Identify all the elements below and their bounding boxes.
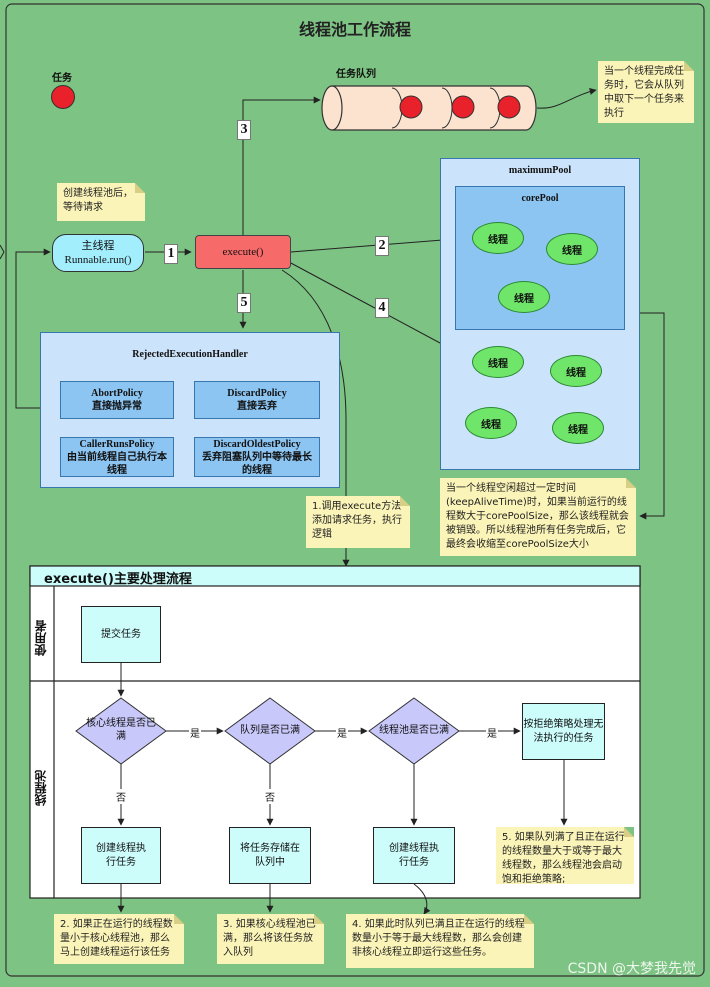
yes-label-2: 是 xyxy=(336,725,348,740)
note-execute: 1.调用execute方法添加请求任务，执行逻辑 xyxy=(306,496,410,548)
note-step-3: 3. 如果核心线程池已满，那么将该任务放入队列 xyxy=(217,914,324,964)
execute-box: execute() xyxy=(195,235,291,269)
create-extra-thread-box: 创建线程执行任务 xyxy=(373,827,455,884)
decision-core-text: 核心线程是否已满 xyxy=(86,718,156,742)
yes-label-3: 是 xyxy=(486,725,498,740)
extra-worker-3: 线程 xyxy=(465,407,517,439)
step-2-tag: 2 xyxy=(375,236,389,256)
policy-caller-runs-desc: 由当前线程自己执行本线程 xyxy=(67,451,167,476)
rejected-handler-label: RejectedExecutionHandler xyxy=(132,349,248,360)
main-thread-run: Runnable.run() xyxy=(64,254,132,266)
extra-worker-4: 线程 xyxy=(552,412,604,444)
no-label-2: 否 xyxy=(264,789,276,804)
queue-label: 任务队列 xyxy=(336,69,376,80)
flow-title: execute()主要处理流程 xyxy=(44,572,192,587)
step-4-tag: 4 xyxy=(375,298,389,318)
lane-pool: 线程池 xyxy=(34,770,48,806)
note-step-5: 5. 如果队列满了且正在运行的线程数量大于或等于最大线程数，那么线程池会启动饱和… xyxy=(496,827,634,885)
maximum-pool-label: maximumPool xyxy=(508,165,572,176)
extra-worker-2: 线程 xyxy=(550,355,602,387)
main-thread-title: 主线程 xyxy=(81,240,115,252)
create-core-thread-box: 创建线程执行任务 xyxy=(81,827,161,884)
enqueue-task-box: 将任务存储在队列中 xyxy=(229,827,311,884)
yes-label-1: 是 xyxy=(189,725,201,740)
policy-caller-runs-name: CallerRunsPolicy xyxy=(79,438,155,450)
policy-discard: DiscardPolicy 直接丢弃 xyxy=(194,381,320,419)
core-pool-label: corePool xyxy=(521,193,559,204)
policy-abort-desc: 直接抛异常 xyxy=(92,401,142,412)
main-thread-box: 主线程 Runnable.run() xyxy=(52,234,144,272)
core-worker-3: 线程 xyxy=(498,281,550,313)
policy-abort-name: AbortPolicy xyxy=(91,388,143,399)
lane-user: 使用者 xyxy=(34,620,48,656)
policy-discard-oldest-desc: 丢弃阻塞队列中等待最长的线程 xyxy=(202,451,312,476)
task-icon xyxy=(51,85,75,109)
step-3-tag: 3 xyxy=(237,120,251,140)
queue-cylinder xyxy=(321,85,537,131)
core-worker-1: 线程 xyxy=(472,222,524,254)
policy-discard-name: DiscardPolicy xyxy=(227,388,287,399)
no-label-1: 否 xyxy=(115,789,127,804)
queued-task-3 xyxy=(497,95,521,119)
note-create-pool: 创建线程池后，等待请求 xyxy=(57,183,145,221)
note-step-4: 4. 如果此时队列已满且正在运行的线程数量小于等于最大线程数，那么会创建非核心线… xyxy=(346,914,534,968)
extra-worker-1: 线程 xyxy=(472,346,524,378)
decision-queue-text: 队列是否已满 xyxy=(240,725,300,736)
policy-discard-desc: 直接丢弃 xyxy=(237,401,277,412)
task-label: 任务 xyxy=(52,73,72,84)
step-1-tag: 1 xyxy=(164,244,178,264)
note-step-2: 2. 如果正在运行的线程数量小于核心线程池，那么马上创建线程运行该任务 xyxy=(54,914,184,964)
core-worker-2: 线程 xyxy=(546,233,598,265)
note-queue: 当一个线程完成任务时，它会从队列中取下一个任务来执行 xyxy=(598,61,694,123)
page-title: 线程池工作流程 xyxy=(298,20,411,39)
decision-pool-text: 线程池是否已满 xyxy=(379,725,449,736)
watermark: CSDN @大梦我先觉 xyxy=(567,961,696,977)
policy-caller-runs: CallerRunsPolicy 由当前线程自己执行本线程 xyxy=(60,437,174,477)
submit-task-box: 提交任务 xyxy=(81,606,161,663)
policy-abort: AbortPolicy 直接抛异常 xyxy=(60,381,174,419)
reject-policy-box: 按拒绝策略处理无法执行的任务 xyxy=(522,703,605,760)
queued-task-2 xyxy=(451,95,475,119)
step-5-tag: 5 xyxy=(237,293,251,313)
policy-discard-oldest: DiscardOldestPolicy 丢弃阻塞队列中等待最长的线程 xyxy=(194,437,320,477)
policy-discard-oldest-name: DiscardOldestPolicy xyxy=(213,438,301,450)
note-idle-shrink: 当一个线程空闲超过一定时间(keepAliveTime)时，如果当前运行的线程数… xyxy=(440,478,636,556)
queued-task-1 xyxy=(399,95,423,119)
